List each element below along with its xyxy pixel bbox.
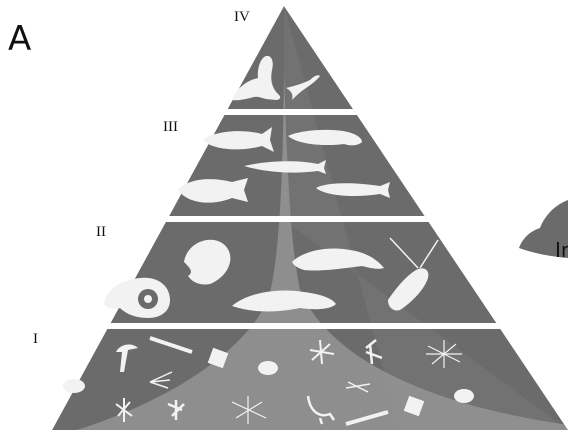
diatom-icon-3 [454, 389, 474, 403]
tier-label-ii: II [96, 225, 106, 240]
pteropod-icon [104, 278, 170, 318]
diatom-icon [63, 379, 85, 393]
pteropod-shell-core [144, 295, 152, 303]
tier-label-iii: III [163, 120, 178, 135]
separator-iii-ii [0, 216, 568, 222]
tier-label-i: I [33, 332, 38, 347]
separator-ii-i [0, 323, 568, 329]
panel-letter: A [8, 22, 31, 56]
separator-iv-iii [0, 109, 568, 115]
cropped-label-fragment: In [555, 240, 568, 260]
diatom-icon-2 [258, 361, 278, 375]
tier-label-iv: IV [234, 10, 250, 25]
